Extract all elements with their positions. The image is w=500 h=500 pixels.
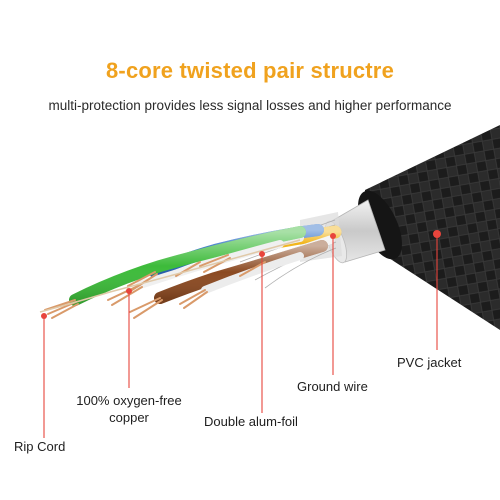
alum-foil-dot — [259, 251, 265, 257]
copper-conductors — [44, 254, 266, 319]
diagram-subtitle: multi-protection provides less signal lo… — [48, 98, 452, 113]
copper-label: 100% oxygen-free copper — [66, 392, 192, 426]
leader-lines — [43, 234, 438, 438]
rip-cord-strand — [39, 239, 301, 313]
pvc-jacket-dot — [433, 230, 441, 238]
leader-dots — [41, 230, 441, 319]
alum-foil-label: Double alum-foil — [204, 414, 298, 429]
rip-cord-label: Rip Cord — [14, 439, 66, 454]
pvc-jacket-label: PVC jacket — [397, 355, 462, 370]
diagram-title: 8-core twisted pair structre — [105, 58, 395, 83]
copper-label-line2: copper — [109, 410, 149, 425]
rip-cord-dot — [41, 313, 47, 319]
ground-wire-dot — [330, 233, 336, 239]
copper-dot — [126, 288, 132, 294]
copper-label-line1: 100% oxygen-free — [76, 393, 182, 408]
ground-wire-label: Ground wire — [297, 379, 368, 394]
brown-pair — [154, 240, 328, 304]
